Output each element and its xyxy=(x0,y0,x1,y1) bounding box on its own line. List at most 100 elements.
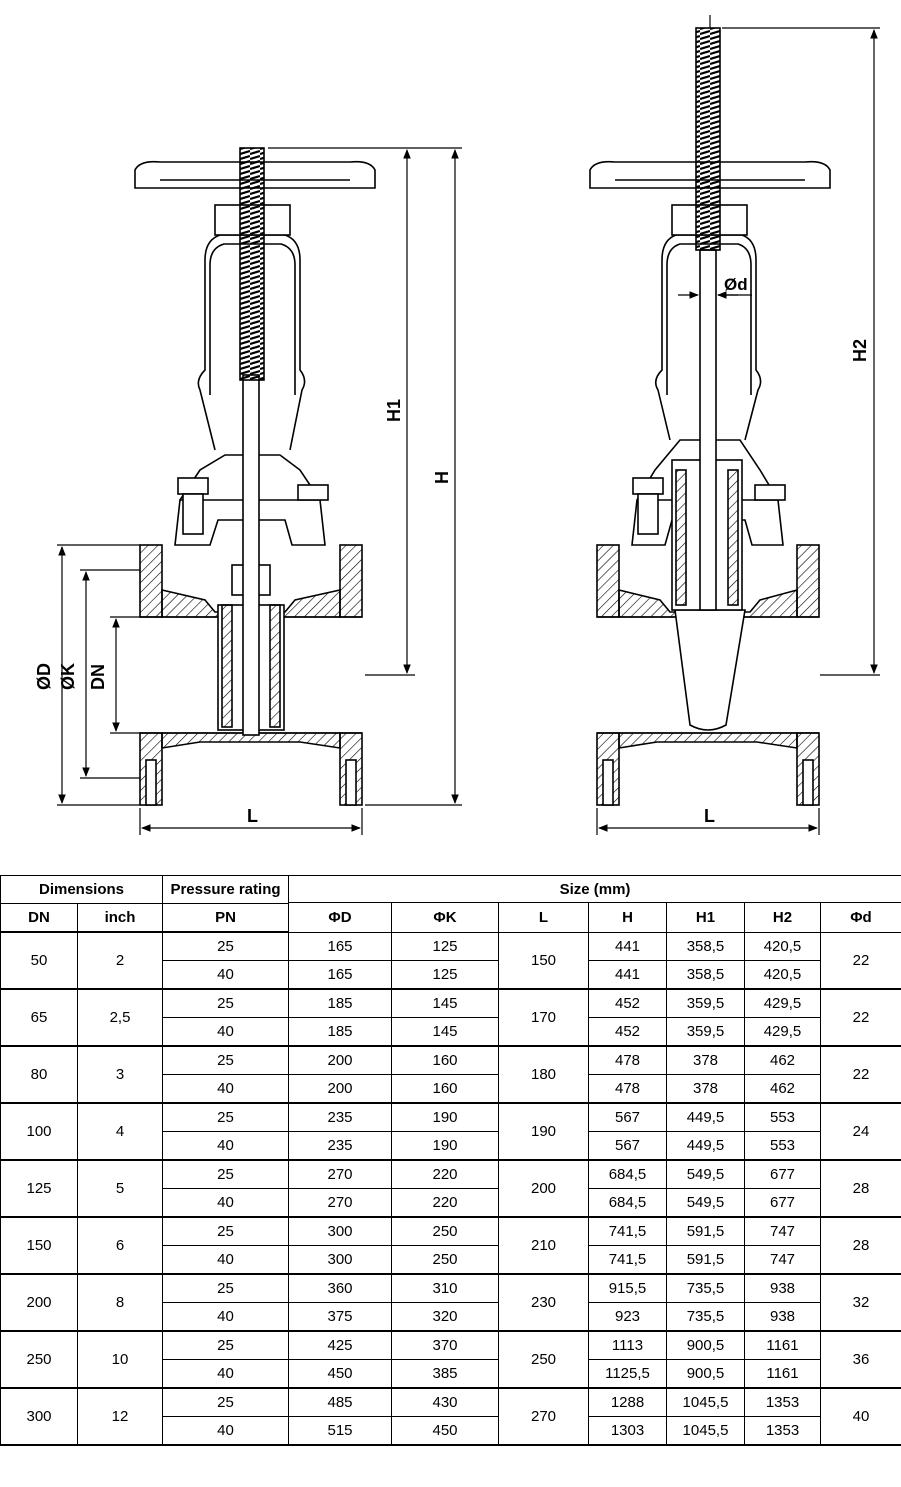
cell-h: 1288 xyxy=(588,1387,667,1417)
cell-h1: 591,5 xyxy=(666,1245,745,1275)
cell-h2: 429,5 xyxy=(744,988,821,1018)
cell-pn: 40 xyxy=(162,1245,289,1275)
header-inch: inch xyxy=(77,903,163,933)
cell-l: 190 xyxy=(498,1102,589,1161)
cell-od: 515 xyxy=(288,1416,392,1446)
cell-od: 300 xyxy=(288,1216,392,1246)
h1-label: H1 xyxy=(384,399,404,422)
cell-h2: 1161 xyxy=(744,1359,821,1389)
cell-stem-d: 22 xyxy=(820,931,901,990)
cell-h: 1125,5 xyxy=(588,1359,667,1389)
h2-label: H2 xyxy=(850,339,870,362)
cell-stem-d: 40 xyxy=(820,1387,901,1446)
cell-h: 441 xyxy=(588,960,667,990)
cell-od: 185 xyxy=(288,1017,392,1047)
cell-h: 915,5 xyxy=(588,1273,667,1303)
cell-h2: 420,5 xyxy=(744,960,821,990)
cell-inch: 3 xyxy=(77,1045,163,1104)
cell-h: 567 xyxy=(588,1102,667,1132)
cell-l: 170 xyxy=(498,988,589,1047)
cell-pn: 40 xyxy=(162,960,289,990)
cell-ok: 250 xyxy=(391,1245,499,1275)
cell-ok: 145 xyxy=(391,988,499,1018)
cell-h2: 938 xyxy=(744,1302,821,1332)
cell-pn: 40 xyxy=(162,1017,289,1047)
cell-h: 478 xyxy=(588,1074,667,1104)
cell-stem-d: 32 xyxy=(820,1273,901,1332)
cell-h2: 747 xyxy=(744,1245,821,1275)
cell-dn: 150 xyxy=(0,1216,78,1275)
header-col-ok: ΦK xyxy=(391,902,499,933)
cell-pn: 25 xyxy=(162,1045,289,1075)
cell-od: 235 xyxy=(288,1102,392,1132)
cell-h: 452 xyxy=(588,988,667,1018)
cell-dn: 65 xyxy=(0,988,78,1047)
cell-h: 684,5 xyxy=(588,1188,667,1218)
right-valve-view xyxy=(589,27,831,806)
cell-ok: 250 xyxy=(391,1216,499,1246)
cell-h: 1303 xyxy=(588,1416,667,1446)
cell-od: 270 xyxy=(288,1188,392,1218)
cell-pn: 40 xyxy=(162,1131,289,1161)
header-pressure-rating: Pressure rating xyxy=(162,875,289,904)
cell-od: 360 xyxy=(288,1273,392,1303)
header-col-od: ΦD xyxy=(288,902,392,933)
cell-h1: 549,5 xyxy=(666,1188,745,1218)
cell-inch: 4 xyxy=(77,1102,163,1161)
cell-ok: 125 xyxy=(391,931,499,961)
cell-pn: 40 xyxy=(162,1188,289,1218)
cell-pn: 25 xyxy=(162,1216,289,1246)
cell-h2: 677 xyxy=(744,1188,821,1218)
cell-h2: 420,5 xyxy=(744,931,821,961)
cell-pn: 25 xyxy=(162,988,289,1018)
header-size: Size (mm) xyxy=(288,875,901,903)
cell-dn: 50 xyxy=(0,931,78,990)
cell-l: 150 xyxy=(498,931,589,990)
cell-ok: 220 xyxy=(391,1159,499,1189)
cell-pn: 25 xyxy=(162,1102,289,1132)
cell-pn: 25 xyxy=(162,1273,289,1303)
cell-inch: 12 xyxy=(77,1387,163,1446)
cell-od: 235 xyxy=(288,1131,392,1161)
header-pn: PN xyxy=(162,903,289,933)
cell-h2: 1353 xyxy=(744,1416,821,1446)
cell-h2: 747 xyxy=(744,1216,821,1246)
cell-ok: 385 xyxy=(391,1359,499,1389)
cell-pn: 40 xyxy=(162,1302,289,1332)
cell-h2: 677 xyxy=(744,1159,821,1189)
dn-label: DN xyxy=(88,664,108,690)
cell-pn: 40 xyxy=(162,1416,289,1446)
cell-inch: 6 xyxy=(77,1216,163,1275)
cell-h1: 1045,5 xyxy=(666,1416,745,1446)
left-valve-view xyxy=(134,147,376,806)
cell-h: 684,5 xyxy=(588,1159,667,1189)
cell-l: 230 xyxy=(498,1273,589,1332)
cell-ok: 145 xyxy=(391,1017,499,1047)
cell-pn: 25 xyxy=(162,1330,289,1360)
cell-od: 165 xyxy=(288,931,392,961)
od-label: ØD xyxy=(34,663,54,690)
cell-ok: 190 xyxy=(391,1102,499,1132)
cell-od: 165 xyxy=(288,960,392,990)
cell-od: 270 xyxy=(288,1159,392,1189)
cell-od: 200 xyxy=(288,1045,392,1075)
cell-h: 741,5 xyxy=(588,1216,667,1246)
cell-ok: 370 xyxy=(391,1330,499,1360)
cell-dn: 80 xyxy=(0,1045,78,1104)
header-col-h1: H1 xyxy=(666,902,745,933)
dimensions-table: Dimensions Pressure rating Size (mm) ΦD … xyxy=(0,875,901,1446)
header-col-h2: H2 xyxy=(744,902,821,933)
cell-h: 923 xyxy=(588,1302,667,1332)
cell-dn: 100 xyxy=(0,1102,78,1161)
cell-pn: 25 xyxy=(162,1159,289,1189)
cell-h1: 449,5 xyxy=(666,1131,745,1161)
